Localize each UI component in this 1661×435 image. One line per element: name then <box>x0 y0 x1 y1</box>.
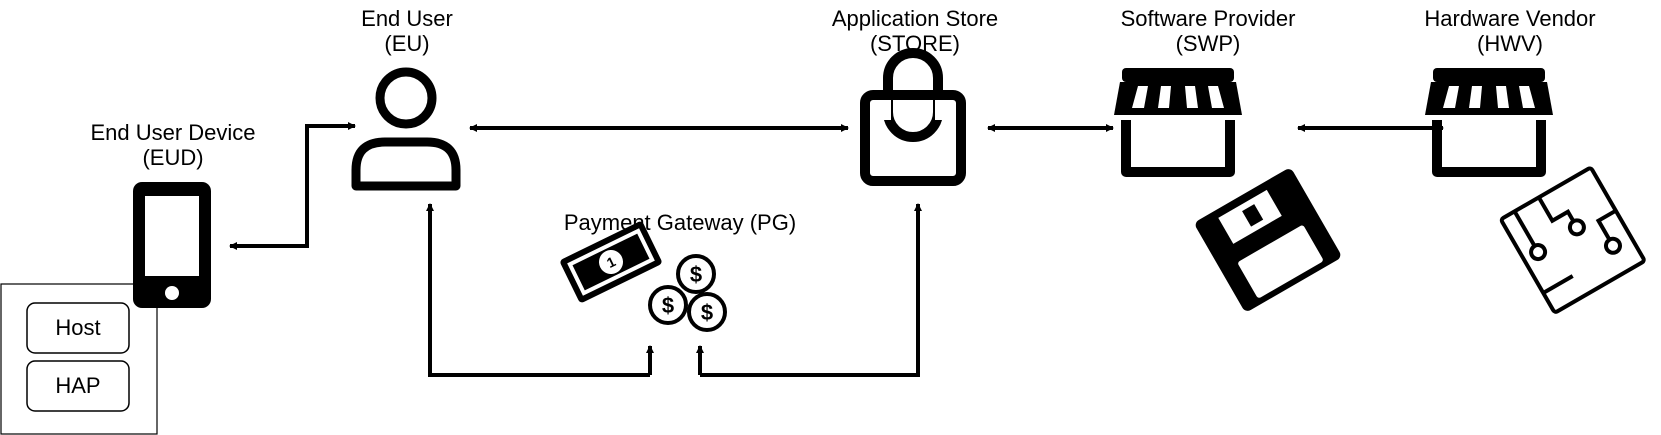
eud-label: End User Device (EUD) <box>58 120 288 170</box>
connector-store-pg <box>700 203 922 377</box>
store-label: Application Store (STORE) <box>800 6 1030 56</box>
eu-abbr: (EU) <box>384 31 430 56</box>
connector-eud-eu <box>229 122 356 250</box>
store-abbr: (STORE) <box>869 31 961 56</box>
host-box <box>26 302 130 354</box>
money-coins-icon: 1 $ $ $ <box>560 221 727 332</box>
hap-box <box>26 360 130 412</box>
pg-name: Payment Gateway (PG) <box>563 210 797 235</box>
swp-abbr: (SWP) <box>1175 31 1241 56</box>
smartphone-icon <box>133 182 211 308</box>
user-icon <box>351 67 461 191</box>
hwv-name: Hardware Vendor <box>1424 6 1596 31</box>
hwv-label: Hardware Vendor (HWV) <box>1400 6 1620 56</box>
hap-label: HAP <box>55 373 101 398</box>
hwv-abbr: (HWV) <box>1477 31 1543 56</box>
eu-label: End User (EU) <box>317 6 497 56</box>
svg-text:$: $ <box>701 300 713 325</box>
device-components-box <box>0 283 158 435</box>
storefront-icon <box>1425 68 1553 177</box>
pg-label: Payment Gateway (PG) <box>530 210 830 235</box>
storefront-icon <box>1114 68 1242 177</box>
connector-eu-pg <box>426 203 650 377</box>
store-name: Application Store <box>831 6 999 31</box>
swp-label: Software Provider (SWP) <box>1098 6 1318 56</box>
swp-name: Software Provider <box>1120 6 1296 31</box>
circuit-board-icon <box>1499 166 1646 314</box>
svg-text:$: $ <box>690 262 702 287</box>
eud-name: End User Device <box>90 120 256 145</box>
eud-abbr: (EUD) <box>142 145 204 170</box>
eu-name: End User <box>361 6 453 31</box>
shopping-bag-icon <box>860 48 966 186</box>
svg-text:$: $ <box>662 293 674 318</box>
host-label: Host <box>55 315 101 340</box>
floppy-disk-icon <box>1195 169 1341 311</box>
